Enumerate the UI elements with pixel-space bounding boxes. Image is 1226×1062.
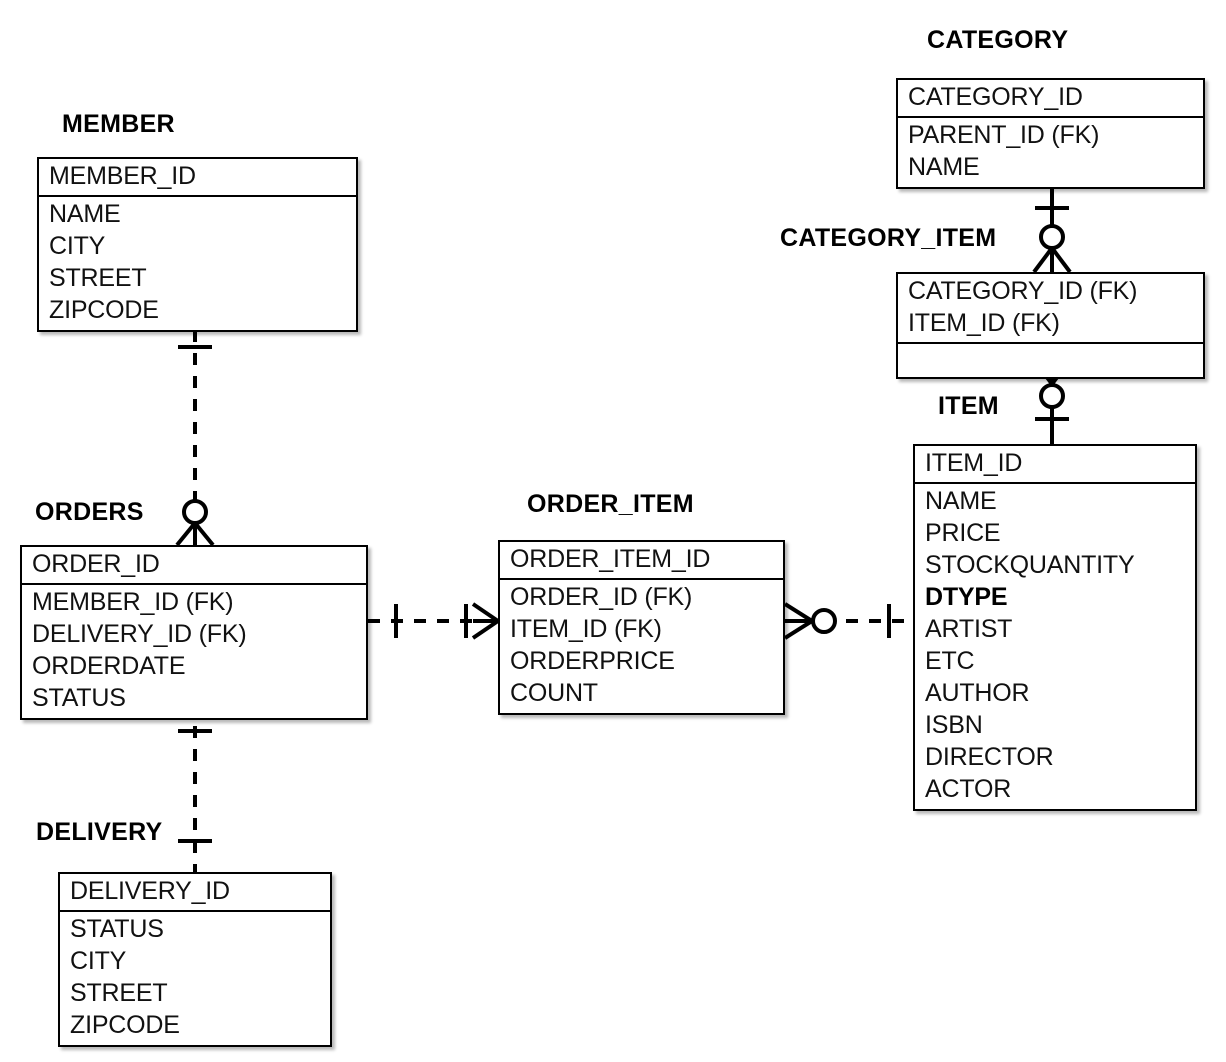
attribute-delivery-id-fk: DELIVERY_ID (FK) (32, 620, 247, 648)
attribute-status: STATUS (32, 684, 126, 712)
attribute-isbn: ISBN (925, 711, 983, 739)
entity-member-attr-section: NAME CITY STREET ZIPCODE (39, 197, 356, 330)
entity-title-category-item: CATEGORY_ITEM (780, 224, 997, 252)
attribute-name: NAME (908, 153, 980, 181)
attribute-order-item-id: ORDER_ITEM_ID (510, 545, 711, 573)
entity-item-key-section: ITEM_ID (915, 446, 1195, 484)
entity-item[interactable]: ITEM_ID NAME PRICE STOCKQUANTITY DTYPE A… (913, 444, 1197, 811)
entity-title-order-item: ORDER_ITEM (527, 490, 694, 518)
entity-title-orders: ORDERS (35, 498, 144, 526)
attribute-item-id-fk: ITEM_ID (FK) (510, 615, 662, 643)
entity-category-item-key-section: CATEGORY_ID (FK) ITEM_ID (FK) (898, 274, 1203, 344)
attribute-etc: ETC (925, 647, 975, 675)
entity-delivery-attr-section: STATUS CITY STREET ZIPCODE (60, 912, 330, 1045)
attribute-member-id: MEMBER_ID (49, 162, 196, 190)
attribute-member-id-fk: MEMBER_ID (FK) (32, 588, 234, 616)
attribute-status: STATUS (70, 915, 164, 943)
relationship-hitarea-orders-order-item[interactable] (368, 606, 498, 636)
entity-title-member: MEMBER (62, 110, 175, 138)
relationship-hitarea-orders-delivery[interactable] (180, 703, 210, 872)
entity-orders[interactable]: ORDER_ID MEMBER_ID (FK) DELIVERY_ID (FK)… (20, 545, 368, 720)
attribute-city: CITY (70, 947, 127, 975)
attribute-item-id-fk: ITEM_ID (FK) (908, 309, 1060, 337)
entity-category[interactable]: CATEGORY_ID PARENT_ID (FK) NAME (896, 78, 1205, 189)
entity-item-attr-section: NAME PRICE STOCKQUANTITY DTYPE ARTIST ET… (915, 484, 1195, 809)
entity-order-item-key-section: ORDER_ITEM_ID (500, 542, 783, 580)
entity-title-delivery: DELIVERY (36, 818, 163, 846)
entity-delivery[interactable]: DELIVERY_ID STATUS CITY STREET ZIPCODE (58, 872, 332, 1047)
entity-title-category: CATEGORY (927, 26, 1069, 54)
attribute-orderprice: ORDERPRICE (510, 647, 675, 675)
relationship-hitarea-category-item-item[interactable] (1037, 360, 1067, 444)
attribute-director: DIRECTOR (925, 743, 1054, 771)
attribute-stockquantity: STOCKQUANTITY (925, 551, 1135, 579)
attribute-delivery-id: DELIVERY_ID (70, 877, 230, 905)
entity-category-attr-section: PARENT_ID (FK) NAME (898, 118, 1203, 187)
relationship-hitarea-member-orders[interactable] (180, 330, 210, 545)
attribute-actor: ACTOR (925, 775, 1012, 803)
attribute-artist: ARTIST (925, 615, 1013, 643)
attribute-name: NAME (49, 200, 121, 228)
attribute-category-id-fk: CATEGORY_ID (FK) (908, 277, 1138, 305)
attribute-name: NAME (925, 487, 997, 515)
attribute-item-id: ITEM_ID (925, 449, 1023, 477)
attribute-city: CITY (49, 232, 106, 260)
attribute-zipcode: ZIPCODE (49, 296, 159, 324)
attribute-orderdate: ORDERDATE (32, 652, 186, 680)
attribute-parent-id-fk: PARENT_ID (FK) (908, 121, 1100, 149)
entity-orders-key-section: ORDER_ID (22, 547, 366, 585)
attribute-order-id-fk: ORDER_ID (FK) (510, 583, 693, 611)
attribute-street: STREET (49, 264, 147, 292)
entity-delivery-key-section: DELIVERY_ID (60, 874, 330, 912)
attribute-zipcode: ZIPCODE (70, 1011, 180, 1039)
attribute-dtype: DTYPE (925, 583, 1008, 611)
attribute-count: COUNT (510, 679, 598, 707)
relationship-hitarea-order-item-item[interactable] (785, 606, 913, 636)
entity-order-item[interactable]: ORDER_ITEM_ID ORDER_ID (FK) ITEM_ID (FK)… (498, 540, 785, 715)
relationship-hitarea-category-category-item[interactable] (1037, 188, 1067, 272)
attribute-order-id: ORDER_ID (32, 550, 160, 578)
entity-order-item-attr-section: ORDER_ID (FK) ITEM_ID (FK) ORDERPRICE CO… (500, 580, 783, 713)
entity-category-key-section: CATEGORY_ID (898, 80, 1203, 118)
entity-orders-attr-section: MEMBER_ID (FK) DELIVERY_ID (FK) ORDERDAT… (22, 585, 366, 718)
attribute-category-id: CATEGORY_ID (908, 83, 1083, 111)
entity-title-item: ITEM (938, 392, 999, 420)
entity-member-key-section: MEMBER_ID (39, 159, 356, 197)
attribute-street: STREET (70, 979, 168, 1007)
entity-member[interactable]: MEMBER_ID NAME CITY STREET ZIPCODE (37, 157, 358, 332)
attribute-price: PRICE (925, 519, 1001, 547)
attribute-author: AUTHOR (925, 679, 1030, 707)
